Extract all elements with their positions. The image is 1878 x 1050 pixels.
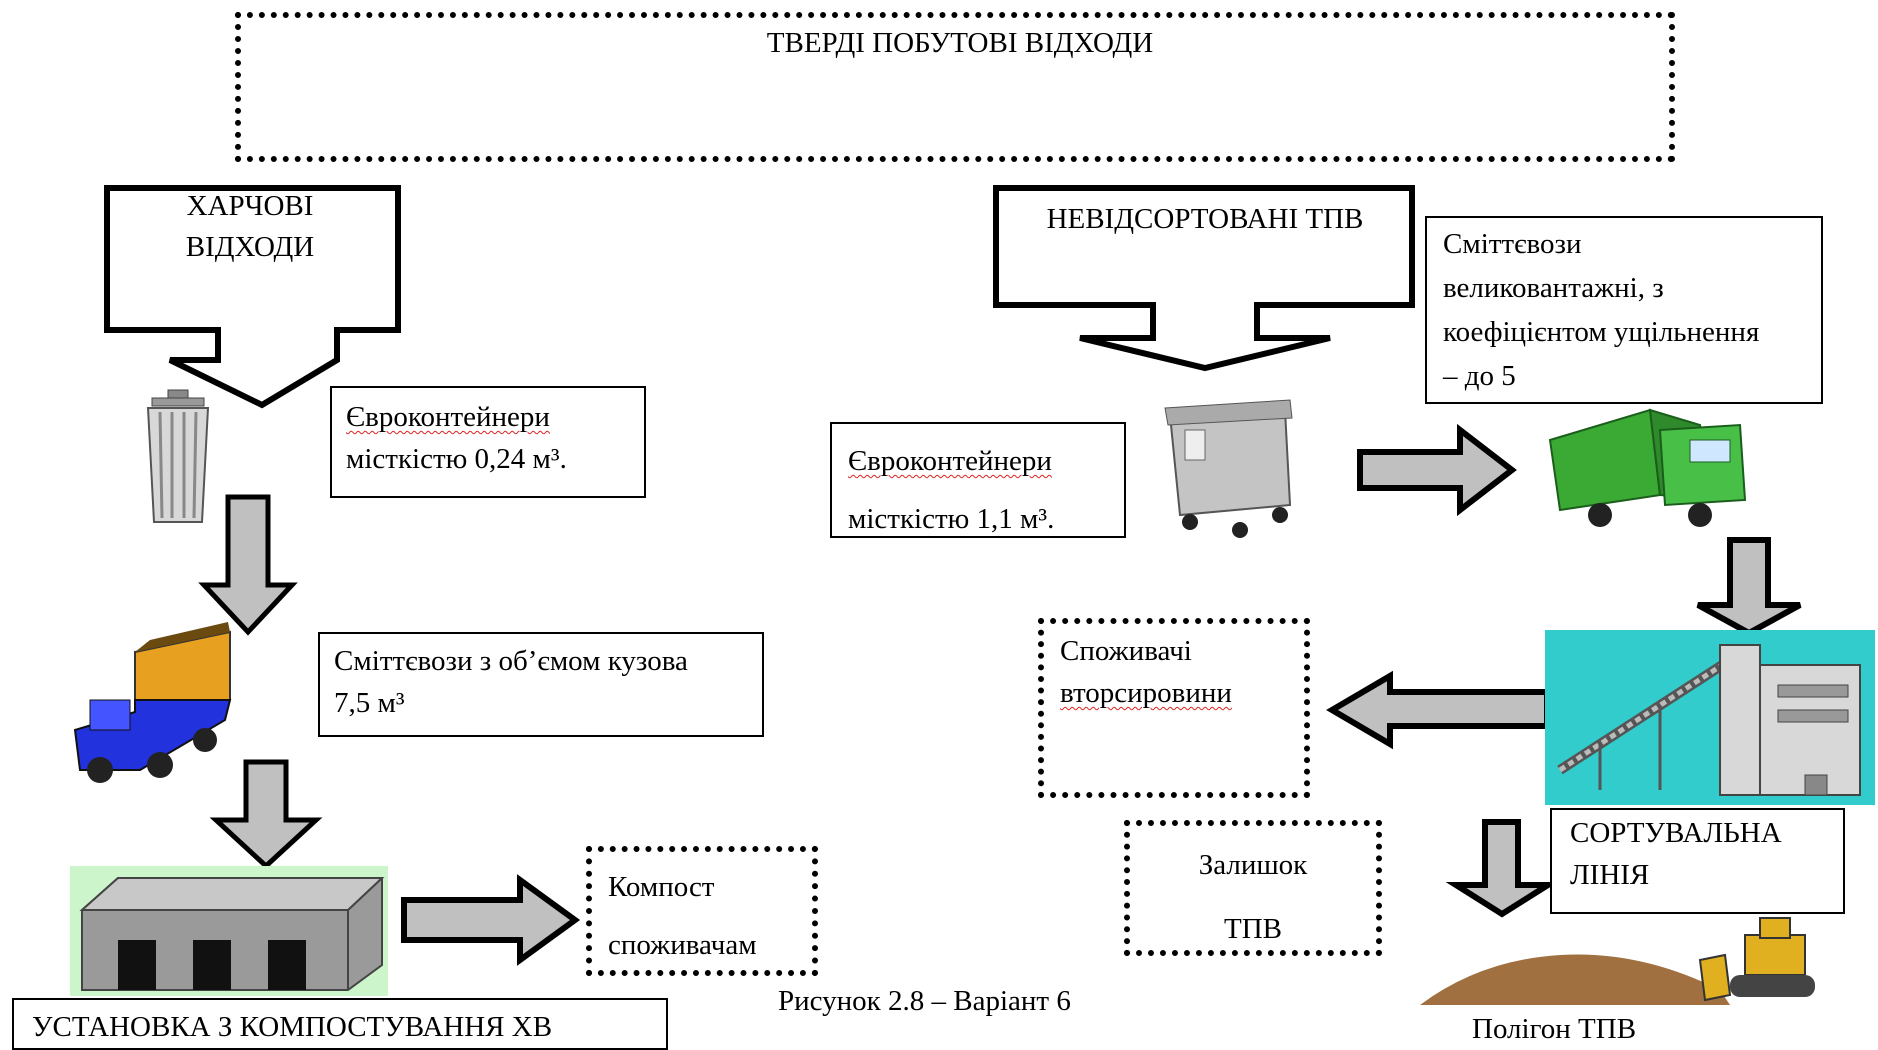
right-containers-line2: місткістю 1,1 м³. <box>848 503 1055 535</box>
right-trucks-line1: Сміттєвози <box>1443 228 1582 260</box>
residue-line1: Залишок <box>1198 849 1308 881</box>
compost-line2: споживачам <box>608 929 757 961</box>
left-trucks-line2: 7,5 м³ <box>334 687 405 720</box>
left-trucks-box: Сміттєвози з об’ємом кузова 7,5 м³ <box>318 632 764 737</box>
down-arrow-2 <box>209 759 323 870</box>
right-trucks-line2: великовантажні, з <box>1443 272 1664 305</box>
eurocontainer-icon <box>1164 399 1293 538</box>
figure-caption: Рисунок 2.8 – Варіант 6 <box>778 985 1071 1017</box>
left-arrow-consumers <box>1326 670 1550 750</box>
right-containers-box: Євроконтейнери місткістю 1,1 м³. <box>830 422 1126 538</box>
trash-can-icon <box>146 389 210 523</box>
right-arrow-container <box>1357 423 1517 517</box>
down-arrow-4 <box>1445 819 1559 918</box>
left-containers-line2: місткістю 0,24 м³. <box>346 443 567 476</box>
sorting-line-icon <box>1545 630 1875 805</box>
residue-box: Залишок ТПВ <box>1124 820 1382 956</box>
residue-line2: ТПВ <box>1224 912 1282 945</box>
right-trucks-box: Сміттєвози великовантажні, з коефіцієнто… <box>1425 216 1823 404</box>
food-waste-label: ХАРЧОВІ ВІДХОДИ <box>170 186 330 267</box>
consumers-box: Споживачі вторсировини <box>1038 618 1310 798</box>
down-arrow-1 <box>198 494 298 636</box>
compost-plant-icon <box>70 866 388 996</box>
compost-plant-label-box: УСТАНОВКА З КОМПОСТУВАННЯ ХВ <box>12 998 668 1050</box>
right-trucks-line3: коефіцієнтом ущільнення <box>1443 316 1760 349</box>
diagram-title: ТВЕРДІ ПОБУТОВІ ВІДХОДИ <box>766 27 1154 59</box>
down-arrow-3 <box>1696 537 1802 637</box>
compost-box: Компост споживачам <box>586 846 818 976</box>
food-waste-line2: ВІДХОДИ <box>185 230 315 263</box>
sorting-label-box: СОРТУВАЛЬНА ЛІНІЯ <box>1550 808 1845 914</box>
consumers-line1: Споживачі <box>1060 635 1192 667</box>
food-waste-arrow <box>104 185 401 409</box>
compost-plant-label: УСТАНОВКА З КОМПОСТУВАННЯ ХВ <box>32 1011 553 1043</box>
unsorted-arrow <box>993 185 1415 372</box>
right-arrow-compost <box>401 874 581 966</box>
left-containers-box: Євроконтейнери місткістю 0,24 м³. <box>330 386 646 498</box>
compost-line1: Компост <box>608 871 715 903</box>
right-containers-line1: Євроконтейнери <box>848 445 1052 477</box>
landfill-label: Полігон ТПВ <box>1472 1013 1637 1045</box>
sorting-line2: ЛІНІЯ <box>1570 859 1650 892</box>
compactor-truck-icon <box>1548 408 1747 527</box>
right-trucks-line4: – до 5 <box>1443 360 1516 393</box>
landfill-icon <box>1420 917 1815 1005</box>
left-containers-line1: Євроконтейнери <box>346 401 550 433</box>
consumers-line2: вторсировини <box>1060 677 1232 710</box>
garbage-truck-icon <box>73 622 232 783</box>
left-trucks-line1: Сміттєвози з об’ємом кузова <box>334 645 688 677</box>
sorting-line1: СОРТУВАЛЬНА <box>1570 817 1782 849</box>
title-box <box>235 12 1675 162</box>
bulldozer-icon <box>1698 917 1815 1002</box>
unsorted-label: НЕВІДСОРТОВАНІ ТПВ <box>1046 203 1364 235</box>
food-waste-line1: ХАРЧОВІ <box>186 190 314 222</box>
